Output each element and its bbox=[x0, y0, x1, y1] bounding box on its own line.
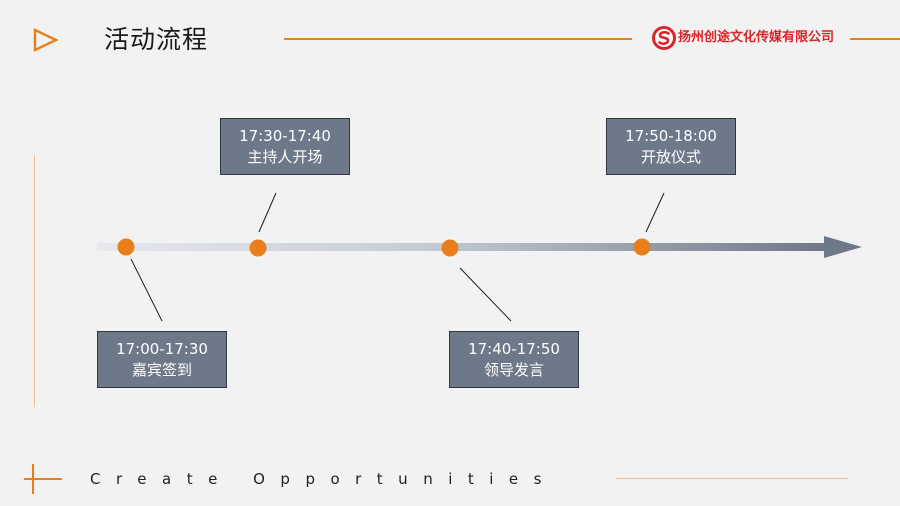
header-divider-right bbox=[850, 38, 900, 40]
timeline-dot-4 bbox=[633, 238, 651, 256]
footer-tagline: Create Opportunities bbox=[90, 470, 557, 488]
connector-2 bbox=[258, 192, 277, 233]
event-box-3: 17:40-17:50 领导发言 bbox=[449, 331, 579, 388]
event-box-4: 17:50-18:00 开放仪式 bbox=[606, 118, 736, 175]
event-label: 领导发言 bbox=[483, 361, 544, 379]
event-time: 17:30-17:40 bbox=[239, 127, 331, 145]
event-time: 17:50-18:00 bbox=[625, 127, 717, 145]
page-title: 活动流程 bbox=[104, 25, 209, 54]
connector-3 bbox=[459, 267, 512, 322]
event-box-2: 17:30-17:40 主持人开场 bbox=[220, 118, 350, 175]
event-time: 17:00-17:30 bbox=[116, 340, 208, 358]
connector-1 bbox=[130, 258, 163, 322]
timeline-dot-2 bbox=[249, 239, 267, 257]
timeline-bar bbox=[97, 243, 829, 251]
left-accent-line bbox=[34, 155, 35, 407]
timeline-dot-1 bbox=[117, 238, 135, 256]
footer-cross-horizontal bbox=[24, 478, 62, 480]
event-label: 主持人开场 bbox=[247, 148, 323, 166]
event-label: 开放仪式 bbox=[640, 148, 701, 166]
timeline-dot-3 bbox=[441, 239, 459, 257]
connector-4 bbox=[645, 192, 665, 233]
footer-divider bbox=[616, 478, 848, 479]
event-label: 嘉宾签到 bbox=[131, 361, 192, 379]
company-name: 扬州创途文化传媒有限公司 bbox=[678, 30, 835, 45]
footer-cross-vertical bbox=[32, 464, 34, 494]
event-time: 17:40-17:50 bbox=[468, 340, 560, 358]
company-logo-icon bbox=[652, 26, 676, 50]
header-divider-left bbox=[284, 38, 632, 40]
play-triangle-icon bbox=[33, 28, 59, 52]
event-box-1: 17:00-17:30 嘉宾签到 bbox=[97, 331, 227, 388]
timeline-arrowhead bbox=[824, 236, 862, 258]
